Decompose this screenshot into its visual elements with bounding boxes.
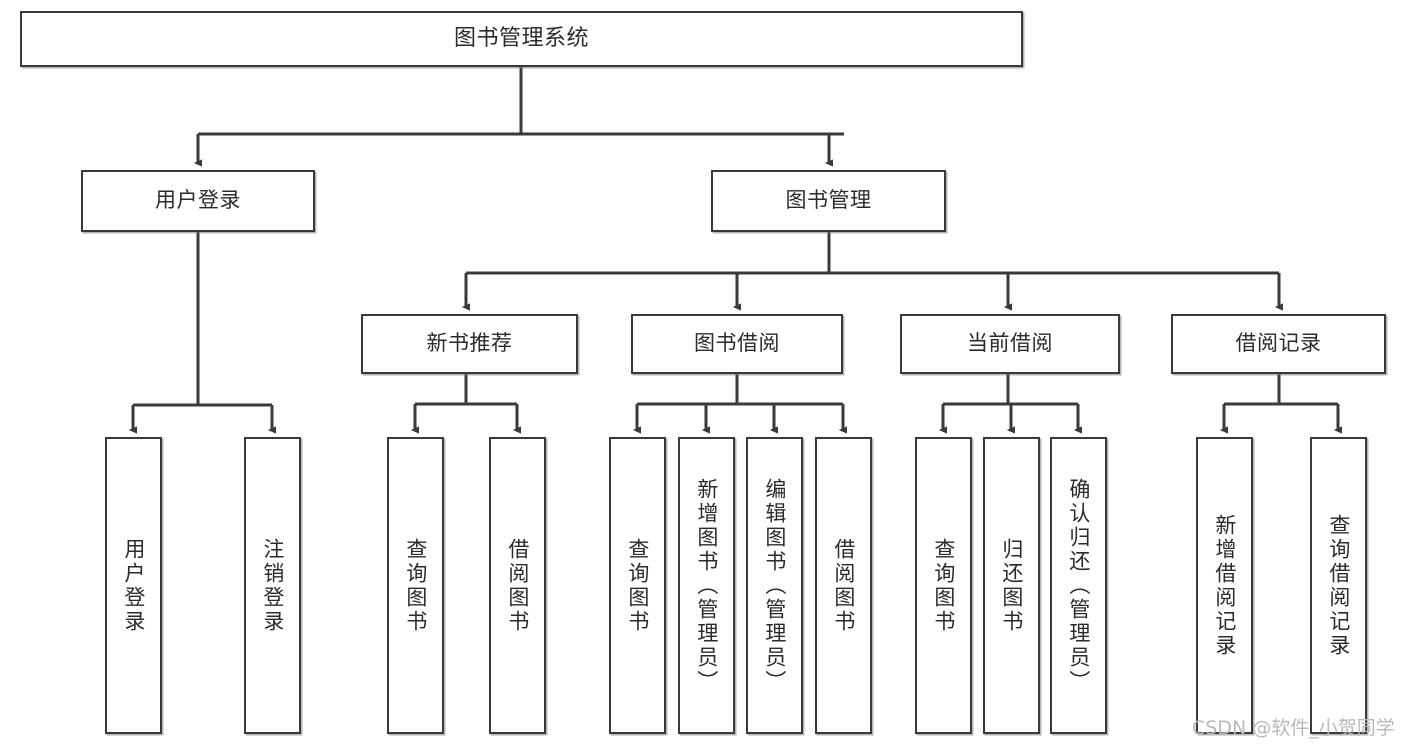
leaf-user-login[interactable]: 用户登录 — [105, 437, 162, 734]
node-borrow-record[interactable]: 借阅记录 — [1171, 314, 1386, 374]
leaf-current-query-book[interactable]: 查询图书 — [915, 437, 972, 734]
node-label: 用户登录 — [155, 188, 241, 213]
node-label: 新书推荐 — [426, 331, 513, 356]
node-label: 查询借阅记录 — [1326, 513, 1351, 658]
leaf-borrow-add-book-admin[interactable]: 新增图书（管理员） — [678, 437, 735, 734]
node-user-login[interactable]: 用户登录 — [81, 170, 315, 232]
node-label: 借阅记录 — [1235, 331, 1322, 356]
node-book-borrow[interactable]: 图书借阅 — [631, 314, 843, 374]
node-label: 新增借阅记录 — [1212, 513, 1237, 658]
node-label: 图书管理 — [785, 188, 872, 213]
leaf-record-add-borrow-record[interactable]: 新增借阅记录 — [1196, 437, 1253, 734]
node-label: 编辑图书（管理员） — [762, 477, 787, 694]
leaf-borrow-borrow-book[interactable]: 借阅图书 — [815, 437, 872, 734]
node-label: 图书管理系统 — [453, 25, 589, 51]
node-label: 借阅图书 — [505, 537, 530, 634]
node-label: 查询图书 — [931, 537, 956, 634]
leaf-user-logout[interactable]: 注销登录 — [244, 437, 301, 734]
node-label: 图书借阅 — [694, 331, 780, 356]
leaf-borrow-edit-book-admin[interactable]: 编辑图书（管理员） — [746, 437, 803, 734]
node-label: 确认归还（管理员） — [1066, 477, 1091, 694]
leaf-recommend-query-book[interactable]: 查询图书 — [387, 437, 444, 734]
node-book-management[interactable]: 图书管理 — [711, 170, 946, 232]
node-label: 查询图书 — [403, 537, 428, 634]
csdn-watermark: CSDN @软件_小贺同学 — [1192, 717, 1395, 739]
leaf-recommend-borrow-book[interactable]: 借阅图书 — [489, 437, 546, 734]
node-current-borrow[interactable]: 当前借阅 — [900, 314, 1120, 374]
leaf-current-return-book[interactable]: 归还图书 — [983, 437, 1040, 734]
leaf-borrow-query-book[interactable]: 查询图书 — [609, 437, 666, 734]
node-root-system[interactable]: 图书管理系统 — [20, 11, 1023, 67]
node-label: 查询图书 — [625, 537, 650, 634]
leaf-record-query-borrow-record[interactable]: 查询借阅记录 — [1310, 437, 1367, 734]
node-label: 借阅图书 — [831, 537, 856, 634]
node-label: 归还图书 — [999, 537, 1024, 634]
node-label: 注销登录 — [260, 537, 285, 634]
leaf-current-confirm-return-admin[interactable]: 确认归还（管理员） — [1050, 437, 1107, 734]
node-label: 新增图书（管理员） — [694, 477, 719, 694]
node-label: 用户登录 — [121, 537, 146, 634]
node-new-book-recommend[interactable]: 新书推荐 — [361, 314, 578, 374]
node-label: 当前借阅 — [967, 331, 1053, 356]
